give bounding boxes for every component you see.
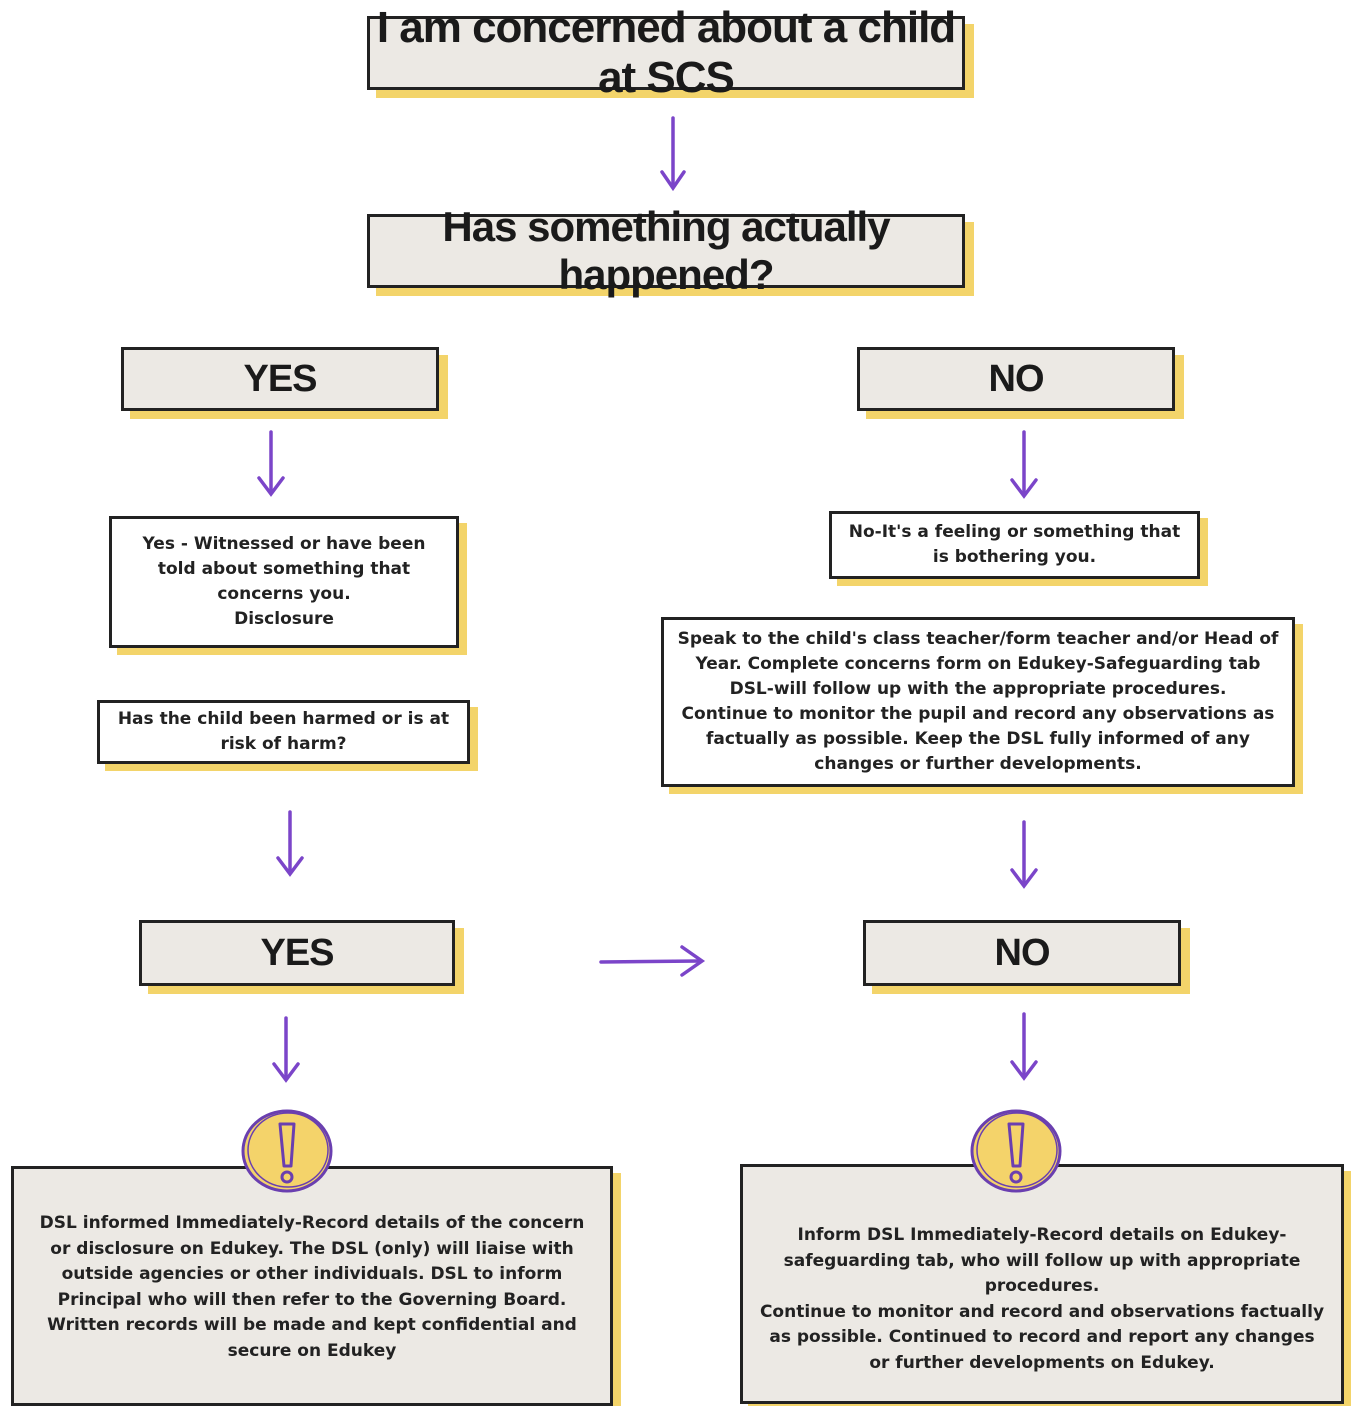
yes-label-2: YES [260,931,334,974]
down-arrow-icon [272,1016,300,1083]
down-arrow-icon [1010,430,1038,499]
no-label-2: NO [994,931,1051,974]
no-label: NO [988,357,1045,400]
question-box: Has something actually happened? [367,203,965,298]
no-guidance-text: Speak to the child's class teacher/form … [677,629,1279,774]
no-guidance-box: Speak to the child's class teacher/form … [661,617,1295,787]
down-arrow-icon [257,430,285,497]
no-box-top: NO [857,347,1175,411]
harm-question-text: Has the child been harmed or is at risk … [117,709,450,754]
exclamation-warning-icon [970,1109,1062,1193]
title-box: I am concerned about a child at SCS [367,3,965,102]
title-text: I am concerned about a child at SCS [376,3,956,102]
yes-detail-box: Yes - Witnessed or have been told about … [109,516,459,648]
no-action-box: Inform DSL Immediately-Record details on… [740,1164,1344,1404]
no-box-bottom: NO [863,920,1181,986]
yes-box-top: YES [121,347,439,411]
no-action-text: Inform DSL Immediately-Record details on… [759,1225,1325,1373]
down-arrow-icon [1010,820,1038,889]
down-arrow-icon [276,810,304,877]
yes-box-bottom: YES [139,920,455,986]
yes-action-text: DSL informed Immediately-Record details … [39,1213,585,1361]
no-detail-text: No-It's a feeling or something that is b… [848,522,1181,567]
down-arrow-icon [1010,1012,1038,1081]
exclamation-warning-icon [241,1109,333,1193]
yes-label: YES [243,357,317,400]
yes-action-box: DSL informed Immediately-Record details … [11,1166,613,1406]
down-arrow-icon [660,116,686,192]
harm-question-box: Has the child been harmed or is at risk … [97,700,470,764]
no-detail-box: No-It's a feeling or something that is b… [829,511,1200,579]
yes-detail-text: Yes - Witnessed or have been told about … [142,534,426,629]
question-text: Has something actually happened? [442,203,890,298]
right-arrow-icon [599,945,706,977]
